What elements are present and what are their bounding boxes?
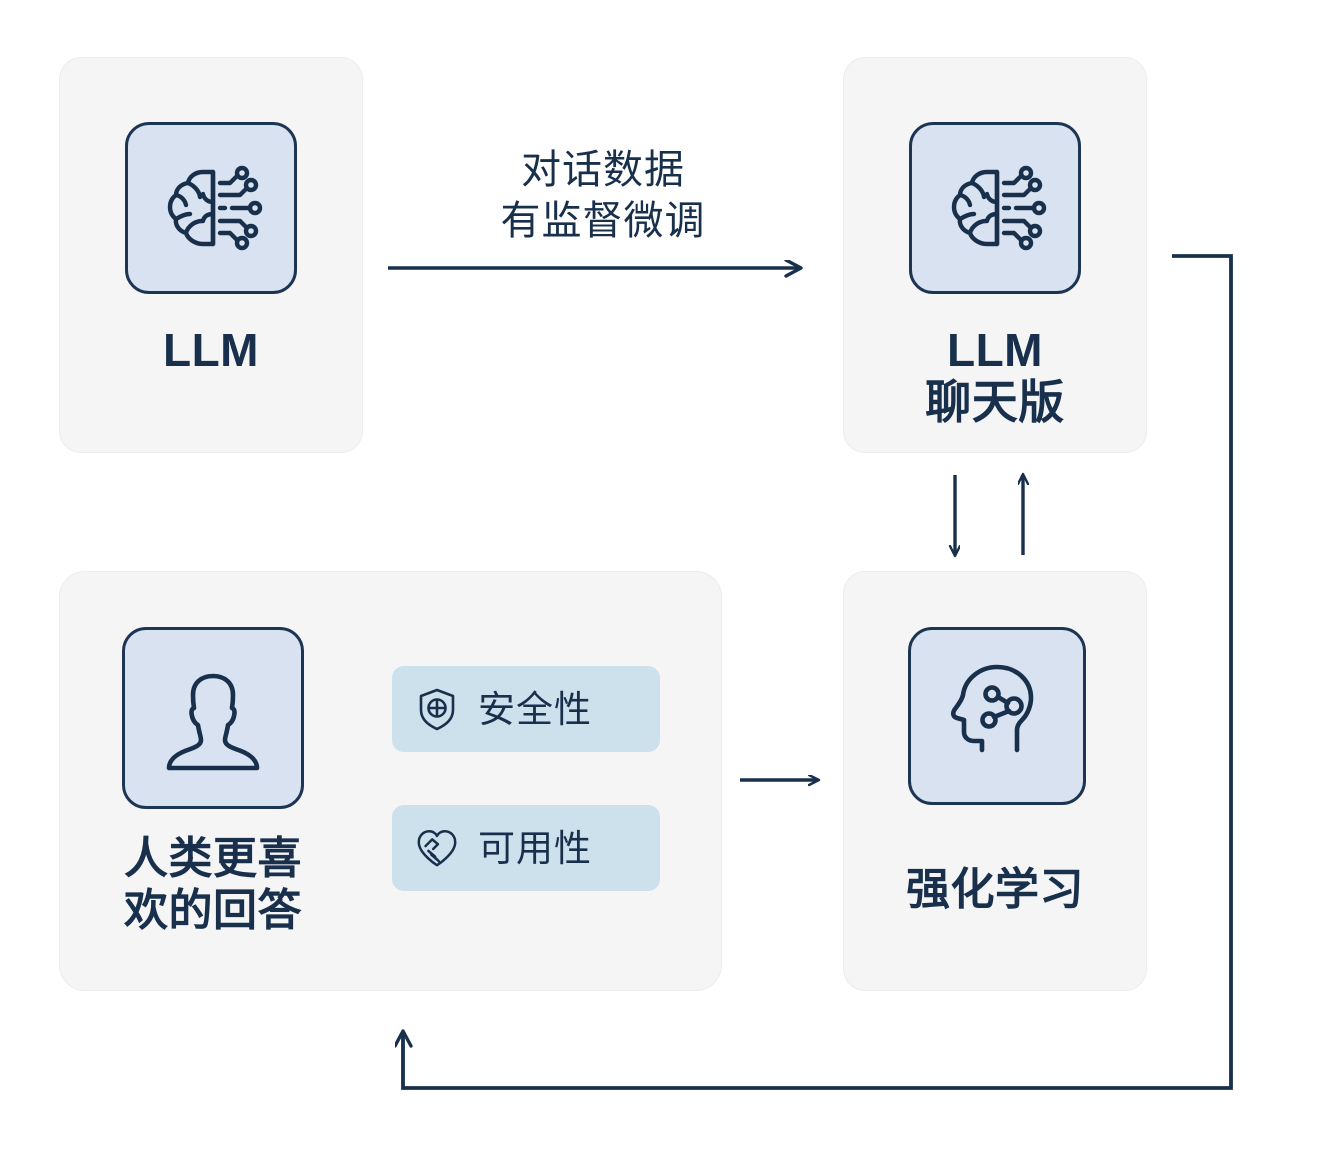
card-reinforcement-learning-label: 强化学习: [906, 865, 1084, 914]
card-chat-llm-label: LLM 聊天版: [925, 324, 1065, 428]
tile-chat-llm-icon: [909, 122, 1081, 294]
chip-safety[interactable]: 安全性: [392, 666, 660, 752]
heart-handshake-icon: [414, 825, 460, 871]
chip-usability-label: 可用性: [478, 827, 592, 869]
person-silhouette-icon: [155, 660, 271, 776]
brain-circuit-icon: [939, 152, 1051, 264]
head-network-icon: [939, 658, 1055, 774]
edge-sft-label: 对话数据 有监督微调: [500, 148, 706, 244]
tile-base-llm-icon: [125, 122, 297, 294]
brain-circuit-icon: [155, 152, 267, 264]
tile-human-preference-icon: [122, 627, 304, 809]
chip-safety-label: 安全性: [478, 688, 592, 730]
card-human-preference-label: 人类更喜 欢的回答: [124, 834, 302, 935]
chip-usability[interactable]: 可用性: [392, 805, 660, 891]
shield-plus-icon: [414, 686, 460, 732]
tile-reinforcement-learning-icon: [908, 627, 1086, 805]
card-base-llm-label: LLM: [162, 324, 259, 376]
